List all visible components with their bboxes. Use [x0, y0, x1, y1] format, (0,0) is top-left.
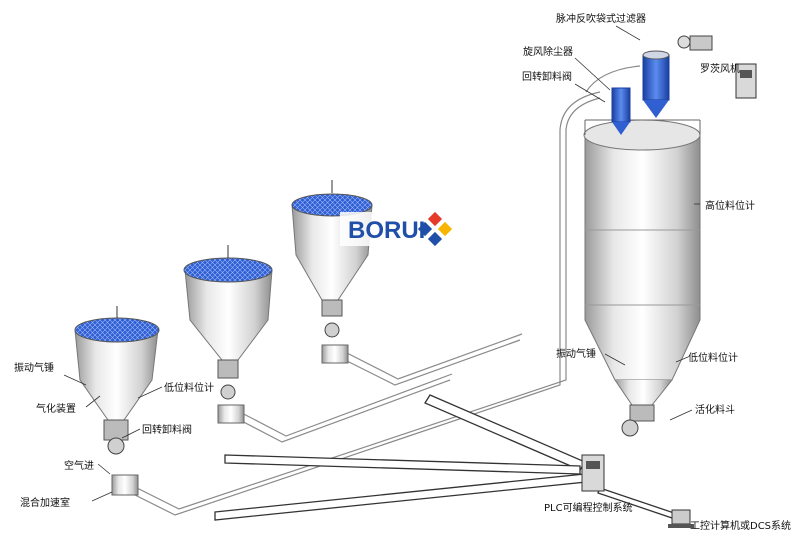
label-low-level-right: 低位料位计 [688, 351, 738, 364]
borui-logo: BORUI [340, 211, 468, 247]
label-pulse-filter: 脉冲反吹袋式过滤器 [556, 12, 646, 25]
label-mixing-chamber: 混合加速室 [20, 496, 70, 509]
label-air-in: 空气进 [64, 459, 94, 472]
labels: 脉冲反吹袋式过滤器 旋风除尘器 回转卸料阀 罗茨风机 高位料位计 振动气锤 低位… [14, 12, 791, 532]
label-activation-hopper: 活化料斗 [695, 403, 735, 416]
conveying-pipes [124, 65, 641, 516]
plc-cabinet [581, 454, 605, 492]
logo-text: BORUI [348, 217, 425, 244]
roots-blower [677, 35, 713, 51]
label-pc: 工控计算机或DCS系统 [690, 519, 791, 532]
label-vibrator-right: 振动气锤 [556, 347, 596, 360]
main-silo [583, 119, 701, 437]
feed-tank-1 [74, 306, 160, 496]
label-high-level: 高位料位计 [705, 199, 755, 212]
label-low-level-left: 低位料位计 [164, 381, 214, 394]
label-vibrator-left: 振动气锤 [14, 361, 54, 374]
feed-tank-2 [183, 245, 273, 424]
cyclone-and-filter [611, 50, 670, 135]
signal-arrows [214, 394, 681, 521]
label-aerator: 气化装置 [36, 402, 76, 415]
feed-tank-3 [291, 180, 373, 364]
label-plc: PLC可编程控制系统 [544, 501, 633, 514]
control-cabinet-top [735, 63, 757, 99]
label-rotary-valve-top: 回转卸料阀 [522, 70, 572, 83]
label-cyclone: 旋风除尘器 [523, 45, 573, 58]
pc-terminal [668, 509, 694, 528]
label-rotary-valve-left: 回转卸料阀 [142, 423, 192, 436]
leader-lines [63, 25, 700, 502]
label-roots-blower: 罗茨风机 [700, 62, 740, 75]
